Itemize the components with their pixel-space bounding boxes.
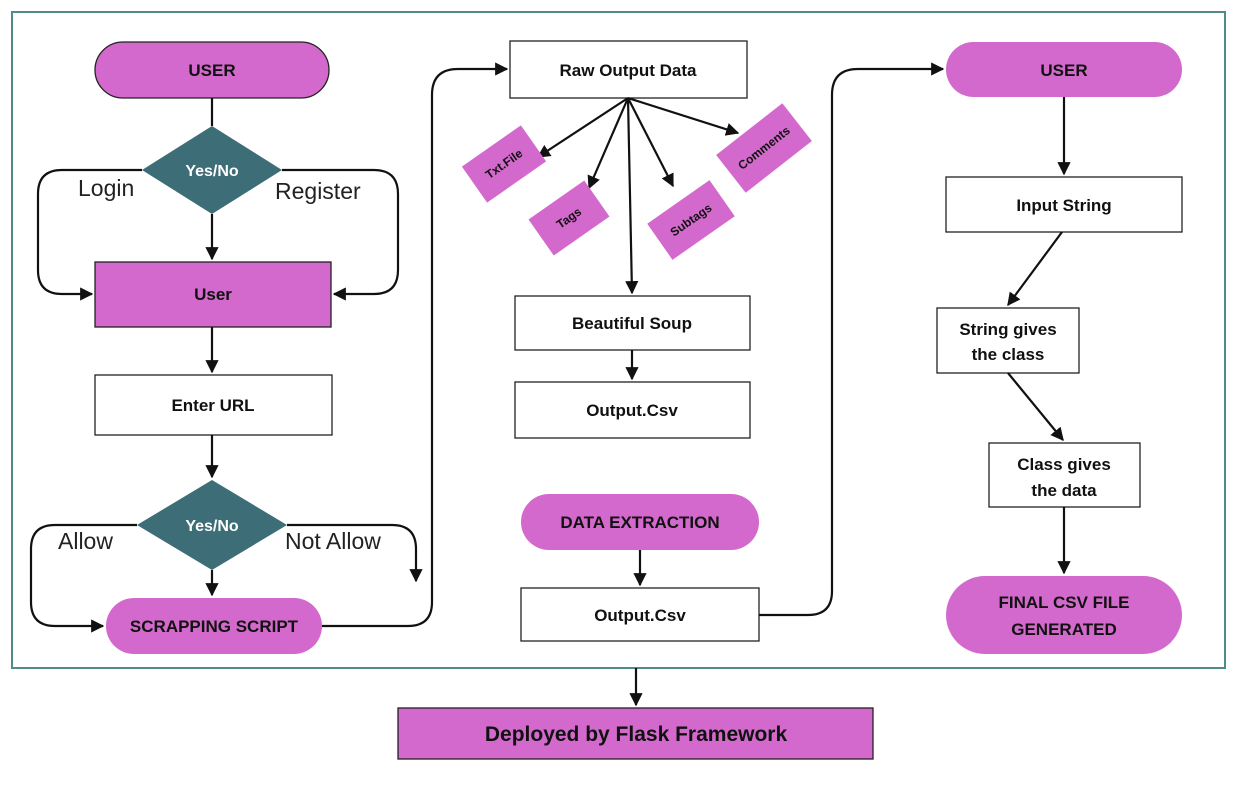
login-label: Login	[78, 175, 134, 201]
raw-output-label: Raw Output Data	[560, 61, 697, 80]
output-csv-2-node: Output.Csv	[520, 587, 760, 642]
edge-input-to-string	[1007, 231, 1063, 307]
decision2-node: Yes/No	[137, 480, 287, 570]
edge-string-to-class	[1007, 372, 1064, 442]
decision1-node: Yes/No	[142, 126, 282, 214]
edge-raw-to-comments	[627, 96, 740, 136]
raw-output-node: Raw Output Data	[509, 40, 748, 99]
data-extraction-label: DATA EXTRACTION	[560, 513, 719, 532]
edge-register	[282, 168, 400, 301]
diagram-frame	[11, 11, 1226, 669]
edge-login	[36, 168, 142, 301]
scrapping-script-label: SCRAPPING SCRIPT	[130, 617, 299, 636]
input-string-node: Input String	[945, 176, 1183, 233]
edge-allow	[29, 523, 137, 633]
output-csv-1-node: Output.Csv	[514, 381, 751, 439]
final-csv-node: FINAL CSV FILE GENERATED	[946, 576, 1182, 654]
user-box-label: User	[194, 285, 232, 304]
final-csv-line1: FINAL CSV FILE	[999, 593, 1130, 612]
subtags-node: Subtags	[647, 180, 735, 260]
edge-raw-to-subtags	[627, 97, 674, 188]
comments-node: Comments	[716, 103, 812, 193]
allow-label: Allow	[58, 528, 113, 554]
scrapping-script-node: SCRAPPING SCRIPT	[106, 598, 322, 654]
deployed-label: Deployed by Flask Framework	[485, 723, 788, 746]
user-right-label: USER	[1040, 61, 1087, 80]
final-csv-line2: GENERATED	[1011, 620, 1116, 639]
beautiful-soup-label: Beautiful Soup	[572, 314, 692, 333]
beautiful-soup-node: Beautiful Soup	[514, 295, 751, 351]
string-gives-node: String gives the class	[936, 307, 1080, 374]
decision2-label: Yes/No	[185, 518, 239, 535]
class-gives-node: Class gives the data	[988, 442, 1141, 508]
not-allow-label: Not Allow	[285, 528, 381, 554]
output-csv-1-label: Output.Csv	[586, 401, 678, 420]
register-label: Register	[275, 178, 361, 204]
decision1-label: Yes/No	[185, 163, 239, 180]
enter-url-node: Enter URL	[94, 374, 333, 436]
user-box-node: User	[94, 261, 332, 328]
user-top-node: USER	[94, 41, 330, 99]
class-gives-line1: Class gives	[1017, 455, 1111, 474]
edge-not-allow	[287, 523, 423, 583]
enter-url-label: Enter URL	[171, 396, 254, 415]
edge-raw-to-soup	[625, 97, 639, 295]
edge-raw-to-txt	[536, 97, 629, 158]
deployed-node: Deployed by Flask Framework	[397, 707, 874, 760]
user-right-node: USER	[946, 42, 1182, 97]
data-extraction-node: DATA EXTRACTION	[521, 494, 759, 550]
string-gives-line1: String gives	[959, 320, 1056, 339]
output-csv-2-label: Output.Csv	[594, 606, 686, 625]
string-gives-line2: the class	[972, 345, 1045, 364]
input-string-label: Input String	[1016, 196, 1111, 215]
user-top-label: USER	[188, 61, 235, 80]
edge-csv-to-user	[759, 62, 945, 617]
edge-script-to-raw	[322, 62, 509, 628]
txt-file-node: Txt.File	[461, 125, 547, 203]
class-gives-line2: the data	[1031, 481, 1097, 500]
tags-node: Tags	[528, 180, 610, 256]
edge-raw-to-tags	[587, 97, 630, 190]
